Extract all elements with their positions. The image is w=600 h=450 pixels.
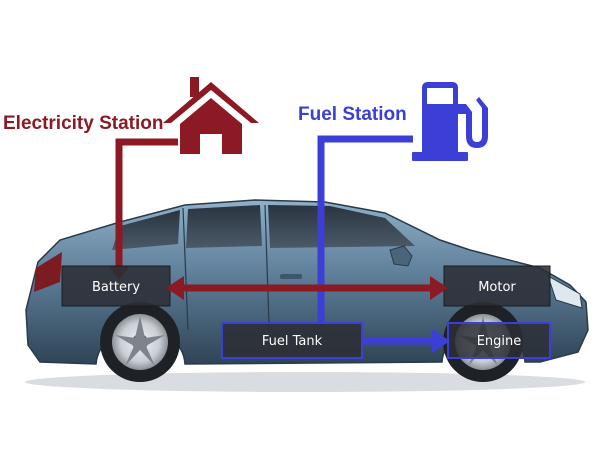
front-door-window bbox=[268, 205, 415, 248]
fuel-feed-line bbox=[317, 135, 413, 328]
rear-window bbox=[112, 210, 180, 250]
side-mirror bbox=[389, 245, 413, 267]
electricity-station-label: Electricity Station bbox=[3, 113, 164, 134]
rear-wheel bbox=[100, 302, 180, 382]
taillight bbox=[34, 252, 62, 292]
car-shadow bbox=[25, 372, 585, 392]
battery-motor-arrow-left bbox=[166, 276, 184, 300]
engine-box: Engine bbox=[447, 322, 551, 359]
rear-door-window bbox=[186, 205, 262, 248]
electric-feed-line bbox=[115, 138, 178, 270]
battery-box: Battery bbox=[61, 265, 171, 307]
headlight bbox=[547, 274, 583, 309]
fuel-tank-label: Fuel Tank bbox=[262, 334, 323, 349]
fuel-tank-box: Fuel Tank bbox=[221, 322, 363, 359]
battery-label: Battery bbox=[92, 280, 140, 295]
house-icon bbox=[163, 77, 259, 154]
fuel-pump-icon bbox=[412, 82, 488, 161]
door-handle bbox=[280, 274, 302, 279]
rear-door-seam bbox=[182, 207, 189, 331]
motor-box: Motor bbox=[443, 265, 551, 307]
motor-label: Motor bbox=[478, 280, 516, 295]
tank-engine-arrowhead bbox=[432, 329, 450, 353]
battery-motor-arrow-right bbox=[430, 276, 448, 300]
fuel-station-label: Fuel Station bbox=[298, 104, 407, 125]
engine-label: Engine bbox=[477, 334, 522, 349]
